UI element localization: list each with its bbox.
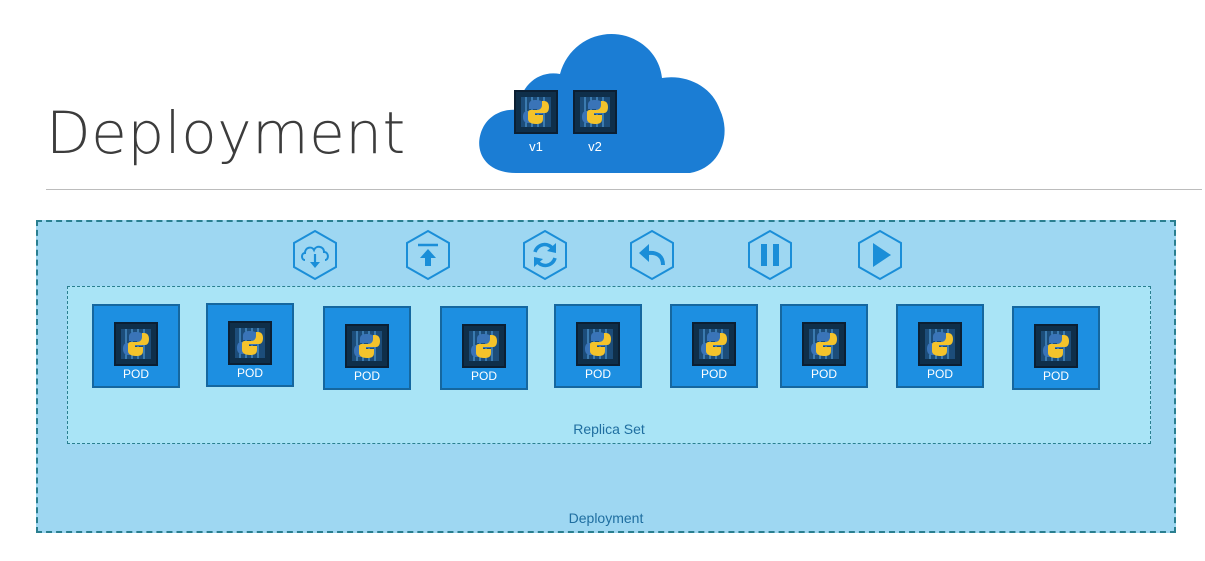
pause-icon[interactable] [745, 228, 795, 282]
pod[interactable]: POD [440, 306, 528, 390]
pod[interactable]: POD [1012, 306, 1100, 390]
replica-set-label: Replica Set [573, 421, 645, 437]
pod-label: POD [1042, 369, 1069, 383]
container-image-icon [802, 322, 846, 366]
pod[interactable]: POD [896, 304, 984, 388]
version-label-v1: v1 [529, 139, 543, 154]
pod-label: POD [122, 367, 149, 381]
page-title: Deployment [46, 99, 406, 167]
pod[interactable]: POD [323, 306, 411, 390]
play-icon[interactable] [855, 228, 905, 282]
pod-label: POD [470, 369, 497, 383]
pod[interactable]: POD [554, 304, 642, 388]
version-label-v2: v2 [588, 139, 602, 154]
image-registry-cloud: v1 v2 [476, 28, 736, 178]
pod-label: POD [926, 367, 953, 381]
download-cloud-icon[interactable] [290, 228, 340, 282]
container-image-v1-icon [514, 90, 558, 134]
pod-label: POD [353, 369, 380, 383]
container-image-icon [692, 322, 736, 366]
pod-label: POD [810, 367, 837, 381]
container-image-icon [345, 324, 389, 368]
upload-icon[interactable] [403, 228, 453, 282]
pod[interactable]: POD [92, 304, 180, 388]
title-divider [46, 189, 1202, 190]
pod[interactable]: POD [206, 303, 294, 387]
sync-icon[interactable] [520, 228, 570, 282]
pod[interactable]: POD [780, 304, 868, 388]
container-image-icon [114, 322, 158, 366]
pod-label: POD [700, 367, 727, 381]
container-image-icon [462, 324, 506, 368]
undo-icon[interactable] [627, 228, 677, 282]
container-image-icon [228, 321, 272, 365]
container-image-icon [1034, 324, 1078, 368]
pod[interactable]: POD [670, 304, 758, 388]
pod-label: POD [584, 367, 611, 381]
pod-label: POD [236, 366, 263, 380]
container-image-icon [576, 322, 620, 366]
container-image-icon [918, 322, 962, 366]
deployment-label: Deployment [568, 510, 644, 526]
container-image-v2-icon [573, 90, 617, 134]
